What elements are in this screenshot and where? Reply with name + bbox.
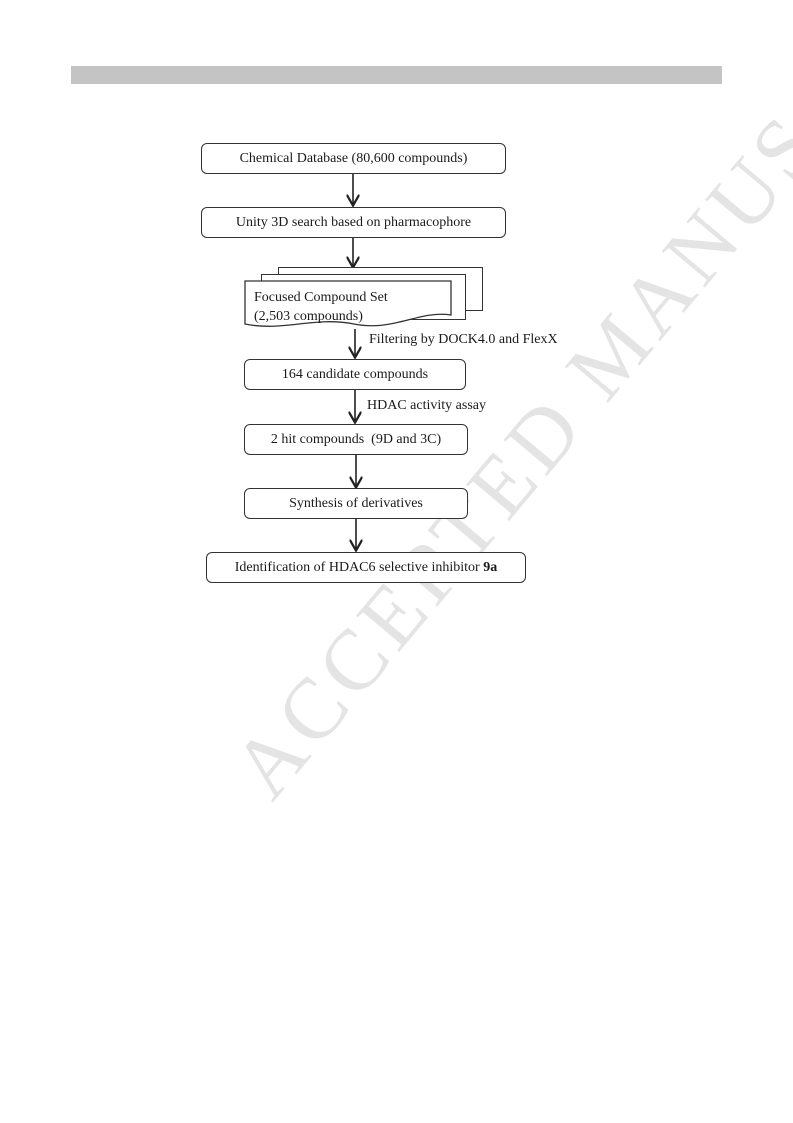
step-focused-compound-set: Focused Compound Set (2,503 compounds) — [244, 280, 453, 329]
step-candidate-compounds-label: 164 candidate compounds — [281, 366, 429, 382]
step-chemical-database-label: Chemical Database (80,600 compounds) — [239, 150, 468, 166]
compound-9a-label: 9a — [483, 559, 498, 575]
step-chemical-database: Chemical Database (80,600 compounds) — [201, 143, 506, 174]
header-bar — [71, 66, 722, 84]
step-hit-compounds: 2 hit compounds (9D and 3C) — [244, 424, 468, 455]
edge-label-hdac-assay: HDAC activity assay — [367, 398, 486, 413]
step-synthesis: Synthesis of derivatives — [244, 488, 468, 519]
step-unity-3d-search: Unity 3D search based on pharmacophore — [201, 207, 506, 238]
step-candidate-compounds: 164 candidate compounds — [244, 359, 466, 390]
step-synthesis-label: Synthesis of derivatives — [289, 495, 423, 511]
step-unity-3d-search-label: Unity 3D search based on pharmacophore — [235, 214, 472, 230]
step-hit-compounds-label: 2 hit compounds (9D and 3C) — [270, 431, 442, 447]
document-shape-icon — [244, 280, 452, 327]
focused-set-line2: (2,503 compounds) — [254, 309, 363, 324]
step-identification-label: Identification of HDAC6 selective inhibi… — [234, 559, 480, 575]
edge-label-filtering: Filtering by DOCK4.0 and FlexX — [369, 332, 558, 347]
step-identification: Identification of HDAC6 selective inhibi… — [206, 552, 526, 583]
focused-set-line1: Focused Compound Set — [254, 290, 388, 305]
